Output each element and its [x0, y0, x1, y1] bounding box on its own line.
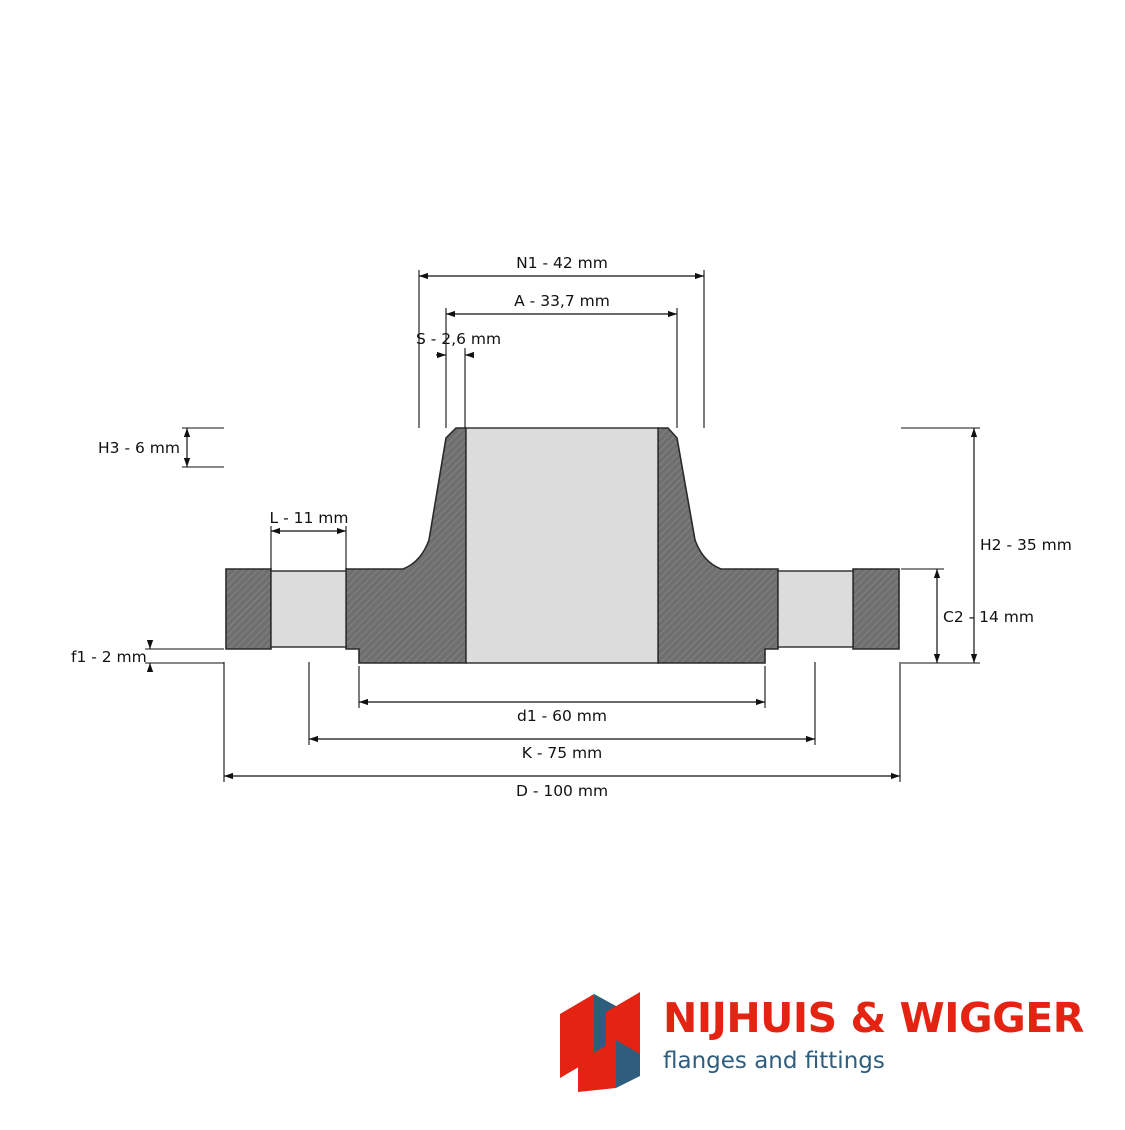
- flange-left-ring: [225, 568, 272, 650]
- c2-label: C2 - 14 mm: [943, 608, 1034, 626]
- h2-label: H2 - 35 mm: [980, 536, 1072, 554]
- dimension-lines: [146, 272, 978, 780]
- flange-left-hub-section: [345, 427, 467, 664]
- bolt-hole-left: [270, 570, 347, 648]
- n1-label: N1 - 42 mm: [516, 254, 608, 272]
- bore-opening: [465, 427, 659, 664]
- k-label: K - 75 mm: [522, 744, 602, 762]
- s-label: S - 2,6 mm: [416, 330, 501, 348]
- flange-body: [225, 427, 900, 664]
- d-label: D - 100 mm: [516, 782, 608, 800]
- f1-label: f1 - 2 mm: [71, 648, 147, 666]
- brand-name: NIJHUIS & WIGGER: [663, 994, 1084, 1042]
- h3-label: H3 - 6 mm: [98, 439, 180, 457]
- brand-tagline: flanges and fittings: [663, 1048, 885, 1074]
- logo-mark-icon: [560, 992, 640, 1092]
- dimension-labels: N1 - 42 mm A - 33,7 mm S - 2,6 mm H3 - 6…: [71, 254, 1072, 800]
- a-label: A - 33,7 mm: [514, 292, 610, 310]
- bolt-hole-right: [777, 570, 854, 648]
- company-logo: NIJHUIS & WIGGER flanges and fittings: [558, 992, 1103, 1092]
- l-label: L - 11 mm: [270, 509, 349, 527]
- flange-right-ring: [852, 568, 900, 650]
- flange-right-hub-section: [657, 427, 779, 664]
- d1-label: d1 - 60 mm: [517, 707, 607, 725]
